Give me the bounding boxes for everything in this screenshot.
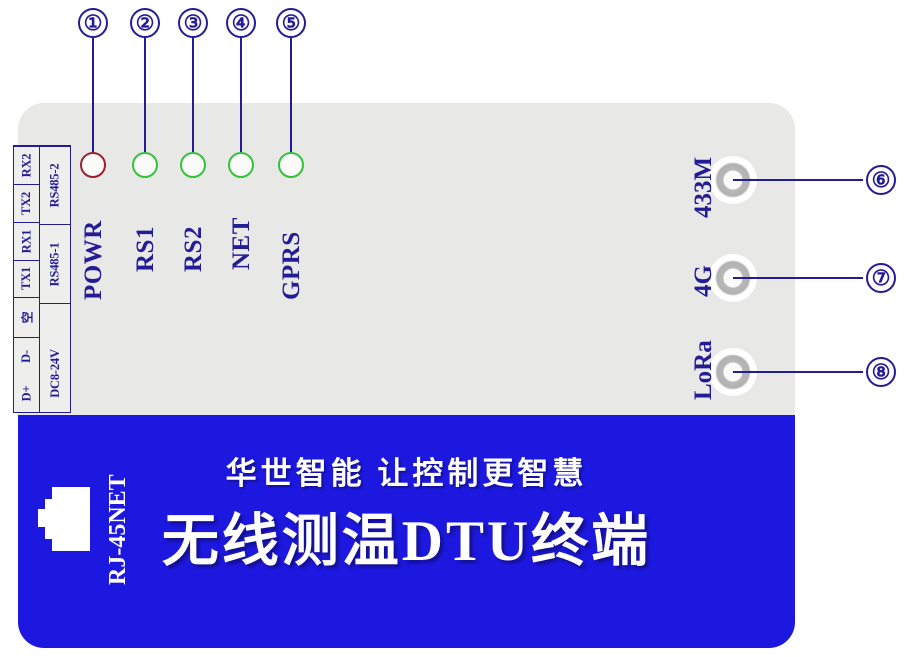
antenna-label-lora: LoRa bbox=[690, 340, 717, 400]
leader-line-8 bbox=[733, 371, 863, 374]
antenna-label-4g: 4G bbox=[690, 265, 717, 297]
leader-line-1 bbox=[91, 38, 95, 164]
terminal-pin-label: TX2 bbox=[18, 191, 33, 215]
led-net bbox=[228, 152, 254, 178]
antenna-label-433m: 433M bbox=[690, 156, 717, 218]
terminal-pin: D+ bbox=[14, 375, 39, 412]
leader-line-4 bbox=[239, 38, 243, 164]
terminal-pin-label: RX1 bbox=[19, 229, 33, 253]
terminal-block: D+ D- 空 TX1 RX1 TX2 RX2 DC8-24V RS485-1 … bbox=[13, 145, 71, 413]
led-power bbox=[80, 152, 106, 178]
leader-line-6 bbox=[733, 179, 863, 182]
terminal-pin: RX2 bbox=[14, 145, 39, 184]
leader-line-5 bbox=[289, 38, 293, 164]
leader-line-7 bbox=[733, 277, 863, 280]
led-label-gprs: GPRS bbox=[278, 231, 305, 300]
callout-marker-2: ② bbox=[130, 8, 160, 38]
terminal-pin-label: TX1 bbox=[18, 267, 33, 291]
callout-marker-4: ④ bbox=[226, 8, 256, 38]
leader-line-3 bbox=[191, 38, 195, 164]
terminal-pin-label: 空 bbox=[20, 311, 34, 324]
terminal-pin: RX1 bbox=[14, 221, 39, 260]
terminal-group-label: RS485-2 bbox=[47, 163, 62, 208]
led-label-rs1: RS1 bbox=[132, 226, 159, 272]
led-rs1 bbox=[132, 152, 158, 178]
leader-line-2 bbox=[143, 38, 147, 164]
terminal-group-column: DC8-24V RS485-1 RS485-2 bbox=[40, 146, 70, 412]
terminal-group-spacer bbox=[40, 302, 70, 336]
callout-marker-5: ⑤ bbox=[276, 8, 306, 38]
terminal-group: RS485-2 bbox=[40, 146, 70, 224]
brand-slogan: 华世智能 让控制更智慧 bbox=[225, 456, 588, 491]
terminal-pin: 空 bbox=[14, 297, 39, 337]
callout-marker-7: ⑦ bbox=[866, 263, 896, 293]
terminal-group: RS485-1 bbox=[40, 224, 70, 302]
terminal-group-label: DC8-24V bbox=[47, 349, 62, 398]
product-title: 无线测温DTU终端 bbox=[161, 510, 652, 573]
led-label-rs2: RS2 bbox=[180, 226, 207, 272]
terminal-pin-column: D+ D- 空 TX1 RX1 TX2 RX2 bbox=[14, 145, 40, 412]
terminal-pin-label: D+ bbox=[19, 385, 33, 402]
terminal-pin-label: D- bbox=[18, 350, 33, 364]
led-label-net: NET bbox=[228, 217, 255, 270]
callout-marker-6: ⑥ bbox=[866, 165, 896, 195]
terminal-pin-label: RX2 bbox=[19, 153, 33, 178]
terminal-pin: TX2 bbox=[14, 183, 39, 222]
terminal-pin: TX1 bbox=[14, 259, 39, 298]
led-gprs bbox=[278, 152, 304, 178]
led-rs2 bbox=[180, 152, 206, 178]
callout-marker-3: ③ bbox=[178, 8, 208, 38]
callout-marker-8: ⑧ bbox=[866, 357, 896, 387]
led-label-power: POWR bbox=[80, 220, 107, 300]
terminal-group-label: RS485-1 bbox=[47, 242, 62, 286]
terminal-group: DC8-24V bbox=[40, 335, 70, 412]
callout-marker-1: ① bbox=[78, 8, 108, 38]
rj45-jack-icon bbox=[38, 487, 90, 551]
device-faceplate bbox=[18, 415, 795, 648]
terminal-pin: D- bbox=[14, 337, 39, 375]
